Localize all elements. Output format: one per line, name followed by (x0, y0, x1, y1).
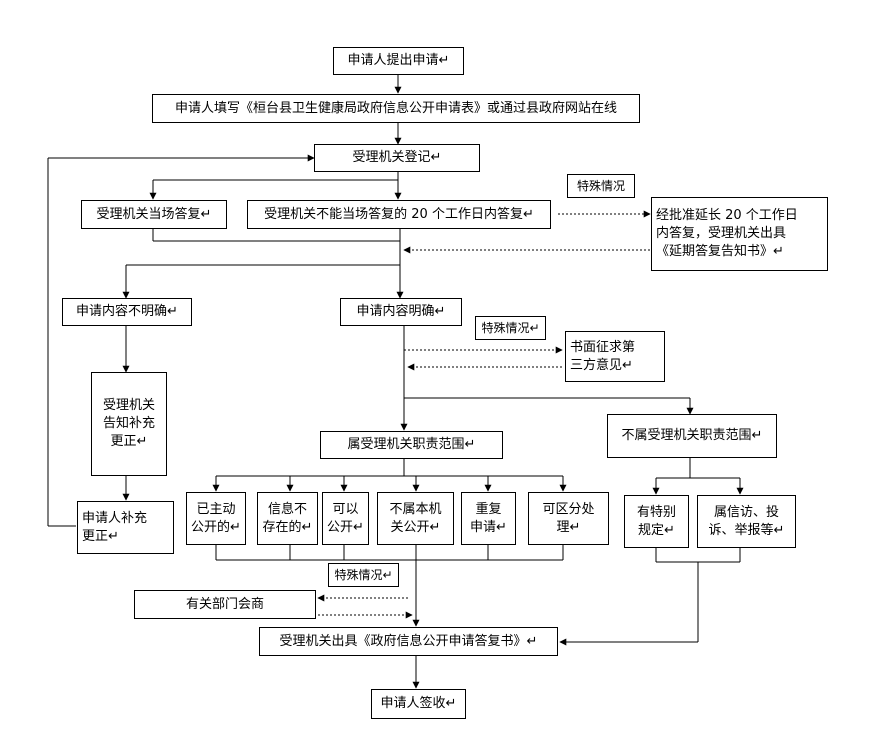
not-exist-label: 信息不 存在的↵ (262, 501, 313, 535)
sign-label: 申请人签收↵ (380, 696, 457, 711)
consult-box: 有关部门会商 (134, 590, 316, 619)
special-case-3-label: 特殊情况↵ (334, 568, 393, 582)
repeat-apply-label: 重复 申请↵ (470, 501, 507, 535)
register-box: 受理机关登记↵ (314, 144, 480, 172)
onsite-reply-box: 受理机关当场答复↵ (81, 200, 227, 229)
separable-label: 可区分处 理↵ (542, 501, 595, 535)
special-case-1-label: 特殊情况 (576, 179, 625, 193)
onsite-reply-label: 受理机关当场答复↵ (96, 206, 212, 222)
petition-box: 属信访、投 诉、举报等↵ (697, 495, 796, 548)
unclear-box: 申请内容不明确↵ (62, 298, 192, 326)
reply-20-days-box: 受理机关不能当场答复的 20 个工作日内答复↵ (247, 200, 551, 229)
already-public-label: 已主动 公开的↵ (191, 501, 241, 535)
clear-box: 申请内容明确↵ (340, 298, 462, 326)
not-exist-box: 信息不 存在的↵ (257, 492, 318, 545)
petition-label: 属信访、投 诉、举报等↵ (708, 504, 785, 538)
applicant-supplement-label: 申请人补充 更正↵ (82, 510, 148, 544)
special-case-3-box: 特殊情况↵ (328, 563, 399, 587)
special-rule-label: 有特别 规定↵ (636, 504, 676, 538)
special-case-2-label: 特殊情况↵ (481, 321, 540, 335)
out-of-scope-box: 不属受理机关职责范围↵ (607, 414, 777, 458)
not-public-label: 不属本机 关公开↵ (389, 501, 442, 535)
register-label: 受理机关登记↵ (352, 150, 442, 165)
applicant-supplement-box: 申请人补充 更正↵ (77, 501, 174, 554)
not-public-box: 不属本机 关公开↵ (377, 492, 454, 545)
third-party-box: 书面征求第 三方意见↵ (565, 331, 665, 382)
third-party-label: 书面征求第 三方意见↵ (570, 339, 636, 373)
sign-box: 申请人签收↵ (371, 689, 466, 719)
notify-supplement-box: 受理机关 告知补充 更正↵ (91, 372, 167, 476)
apply-label: 申请人提出申请↵ (347, 53, 450, 68)
fill-form-label: 申请人填写《桓台县卫生健康局政府信息公开申请表》或通过县政府网站在线 (174, 100, 617, 116)
reply-20-days-label: 受理机关不能当场答复的 20 个工作日内答复↵ (264, 206, 534, 222)
clear-label: 申请内容明确↵ (356, 304, 446, 319)
fill-form-box: 申请人填写《桓台县卫生健康局政府信息公开申请表》或通过县政府网站在线 (152, 94, 640, 123)
can-public-label: 可以 公开↵ (327, 501, 364, 535)
can-public-box: 可以 公开↵ (322, 492, 369, 545)
special-case-2-box: 特殊情况↵ (475, 316, 546, 340)
notify-supplement-label: 受理机关 告知补充 更正↵ (102, 398, 155, 449)
issue-reply-box: 受理机关出具《政府信息公开申请答复书》↵ (259, 627, 558, 656)
extension-label: 经批准延长 20 个工作日 内答复，受理机关出具 《延期答复告知书》↵ (656, 208, 798, 259)
apply-box: 申请人提出申请↵ (333, 47, 464, 75)
special-rule-box: 有特别 规定↵ (624, 495, 689, 548)
extension-box: 经批准延长 20 个工作日 内答复，受理机关出具 《延期答复告知书》↵ (651, 197, 828, 271)
in-scope-label: 属受理机关职责范围↵ (347, 437, 476, 452)
in-scope-box: 属受理机关职责范围↵ (320, 431, 503, 459)
repeat-apply-box: 重复 申请↵ (461, 492, 516, 545)
already-public-box: 已主动 公开的↵ (186, 492, 246, 545)
issue-reply-label: 受理机关出具《政府信息公开申请答复书》↵ (279, 633, 538, 649)
separable-box: 可区分处 理↵ (528, 492, 609, 545)
out-of-scope-label: 不属受理机关职责范围↵ (621, 428, 763, 443)
unclear-label: 申请内容不明确↵ (76, 304, 178, 319)
special-case-1-box: 特殊情况 (567, 174, 635, 198)
consult-label: 有关部门会商 (185, 596, 264, 612)
